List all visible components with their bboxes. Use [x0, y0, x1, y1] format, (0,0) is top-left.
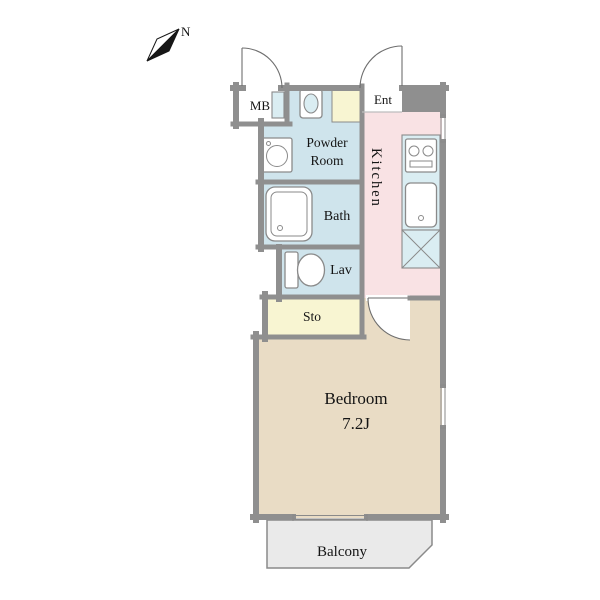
toilet-icon [284, 251, 326, 289]
meter-icon [271, 91, 285, 119]
refrigerator-space-icon [401, 229, 441, 269]
bedroom-side-window [440, 384, 446, 429]
sto-label: Sto [303, 309, 321, 324]
walls [230, 82, 449, 523]
north-needle-dark [146, 28, 180, 62]
powder-room-label-line1: Powder [306, 135, 348, 150]
north-label: N [181, 24, 191, 39]
fixtures [261, 86, 441, 289]
north-arrow: N [146, 24, 191, 62]
balcony-label: Balcony [317, 544, 367, 560]
ent-label: Ent [374, 92, 392, 107]
kitchen-window [440, 114, 446, 143]
kitchen-label: Kitchen [368, 148, 384, 208]
balcony-window [292, 514, 368, 521]
powder-room-label-line2: Room [310, 153, 344, 168]
bedroom-label: Bedroom [324, 389, 387, 408]
sink-icon [404, 182, 438, 228]
sto-floor [263, 297, 363, 337]
room-labels: MB Ent Powder Room Kitchen Bath Lav Sto … [250, 92, 393, 560]
cabinet-icon [331, 86, 361, 123]
entrance-door-arc [359, 45, 403, 89]
mb-door-arc [241, 47, 283, 89]
bathtub-icon [265, 186, 313, 242]
bath-label: Bath [324, 209, 350, 224]
bedroom-door-arc [366, 295, 411, 341]
washing-machine-icon [261, 137, 293, 173]
washbasin-icon [299, 88, 323, 119]
stove-icon [404, 138, 438, 173]
lav-label: Lav [330, 263, 352, 278]
ent-floor [362, 86, 404, 112]
mb-label: MB [250, 98, 271, 113]
bedroom-area-label: 7.2J [342, 414, 370, 433]
bedroom-floor [256, 298, 442, 518]
